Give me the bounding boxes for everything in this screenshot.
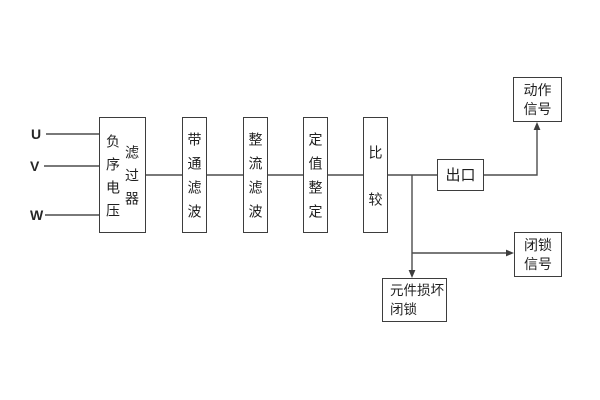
block-label: 动作 信号 bbox=[524, 81, 552, 119]
arrow-down-icon bbox=[408, 270, 416, 278]
block-component-damage-blocking: 元件损坏 闭锁 bbox=[382, 278, 447, 322]
input-label-u: U bbox=[31, 126, 42, 142]
block-label: 带通滤波 bbox=[186, 132, 203, 228]
block-label-column: 负序电压 bbox=[105, 133, 121, 226]
block-label-line1: 元件损坏 bbox=[390, 283, 444, 298]
block-label-line1: 动作 bbox=[523, 81, 552, 98]
block-label-line2: 信号 bbox=[524, 255, 552, 272]
block-label: 整流滤波 bbox=[247, 132, 264, 228]
block-label: 元件损坏 闭锁 bbox=[383, 281, 446, 319]
block-negative-sequence-voltage-filter: 负序电压 滤过器 bbox=[99, 117, 146, 233]
input-label-v: V bbox=[30, 158, 40, 174]
block-label-column: 滤过器 bbox=[124, 145, 140, 214]
block-label-line2: 闭锁 bbox=[390, 302, 417, 317]
block-comparator: 比较 bbox=[363, 117, 388, 239]
block-rectifier-filter: 整流滤波 bbox=[243, 117, 268, 233]
block-action-signal: 动作 信号 bbox=[513, 77, 562, 122]
arrow-right-icon bbox=[506, 249, 514, 257]
arrow-up-icon bbox=[533, 122, 541, 130]
block-blocking-signal: 闭锁 信号 bbox=[514, 232, 562, 277]
block-bandpass-filter: 带通滤波 bbox=[182, 117, 207, 233]
block-label: 闭锁 信号 bbox=[524, 236, 552, 274]
block-label-line1: 闭锁 bbox=[524, 236, 552, 253]
block-label-line2: 信号 bbox=[523, 100, 552, 117]
block-label: 出口 bbox=[445, 166, 476, 184]
block-label: 比较 bbox=[367, 144, 384, 239]
line-outlet-to-action bbox=[484, 126, 538, 176]
block-setpoint-setting: 定值整定 bbox=[303, 117, 328, 233]
input-label-w: W bbox=[30, 207, 44, 223]
block-label: 定值整定 bbox=[307, 132, 324, 228]
block-outlet: 出口 bbox=[437, 159, 484, 191]
